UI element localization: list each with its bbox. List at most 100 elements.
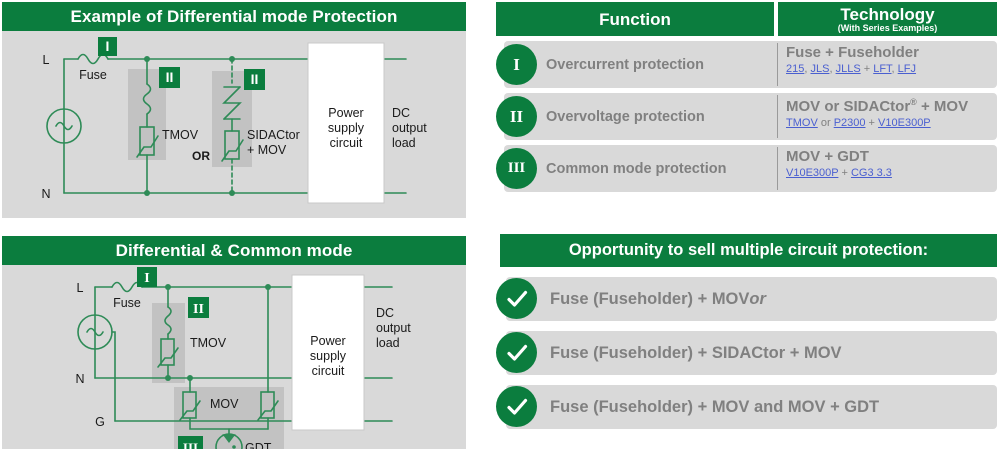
list-item-text: Fuse (Fuseholder) + SIDACtor + MOV bbox=[550, 343, 842, 362]
row-technology-main: MOV + GDT bbox=[786, 148, 869, 165]
row-function-label: Overvoltage protection bbox=[546, 108, 705, 125]
ac-sine-symbol bbox=[55, 121, 73, 131]
check-icon bbox=[496, 386, 537, 427]
label-sidactor-line2: + MOV bbox=[247, 143, 287, 157]
series-link[interactable]: V10E300P bbox=[786, 166, 839, 179]
common-mode-schematic: I II III L N G Fuse TMOV MOV GDT Power s… bbox=[75, 267, 411, 449]
gdt-triangle-upper bbox=[223, 435, 235, 443]
label-out-line3-cm: load bbox=[376, 336, 400, 350]
list-item: Fuse (Fuseholder) + SIDACtor + MOV bbox=[496, 331, 997, 375]
varistor-slash-mov-right bbox=[257, 400, 279, 421]
label-psu-line3: circuit bbox=[330, 136, 363, 150]
row-technology-cell: Fuse + Fuseholder 215, JLS, JLLS + LFT, … bbox=[786, 44, 994, 87]
series-link[interactable]: CG3 3.3 bbox=[850, 166, 892, 179]
table-row: I Overcurrent protection Fuse + Fusehold… bbox=[496, 41, 997, 88]
series-link[interactable]: 215 bbox=[786, 62, 805, 75]
label-line-cm: L bbox=[77, 281, 84, 295]
differential-mode-title: Example of Differential mode Protection bbox=[70, 6, 398, 26]
series-separator: , bbox=[804, 62, 811, 75]
list-item: Fuse (Fuseholder) + MOV and MOV + GDT bbox=[496, 385, 997, 429]
series-link[interactable]: LFJ bbox=[897, 62, 917, 75]
series-separator: + bbox=[838, 166, 851, 179]
series-link[interactable]: JLS bbox=[810, 62, 830, 75]
label-fuse: Fuse bbox=[79, 68, 107, 82]
check-icon bbox=[496, 332, 537, 373]
row-technology-series[interactable]: V10E300P + CG3 3.3 bbox=[786, 167, 994, 180]
table-row: II Overvoltage protection MOV or SIDACto… bbox=[496, 93, 997, 140]
row-technology-cell: MOV or SIDACtor® + MOV TMOV or P2300 + V… bbox=[786, 97, 994, 139]
opportunity-panel: Opportunity to sell multiple circuit pro… bbox=[496, 234, 997, 430]
junction-dot-tmov-top bbox=[144, 56, 150, 62]
label-or: OR bbox=[192, 149, 210, 163]
list-item-text: Fuse (Fuseholder) + MOV and MOV + GDT bbox=[550, 397, 880, 416]
badge-sidactor-label: II bbox=[251, 71, 259, 87]
gdt-symbol-circle bbox=[215, 433, 243, 449]
list-item-label: Fuse (Fuseholder) + SIDACtor + MOV bbox=[550, 331, 842, 375]
label-sidactor: SIDACtor bbox=[247, 128, 300, 142]
table-header-function: Function bbox=[496, 2, 774, 36]
common-mode-title: Differential & Common mode bbox=[115, 240, 353, 260]
label-psu-line1: Power bbox=[328, 106, 363, 120]
differential-mode-diagram-panel: Example of Differential mode Protection bbox=[2, 2, 466, 218]
function-technology-table: Function Technology (With Series Example… bbox=[496, 2, 997, 198]
badge-fuse-box bbox=[98, 37, 117, 56]
label-psu-line2-cm: supply bbox=[310, 349, 347, 363]
series-separator: + bbox=[865, 116, 879, 129]
opportunity-title: Opportunity to sell multiple circuit pro… bbox=[568, 240, 929, 259]
badge-group: I II II bbox=[98, 37, 265, 90]
ac-source-symbol bbox=[46, 108, 82, 144]
label-tmov-cm: TMOV bbox=[190, 336, 227, 350]
label-mov-cm: MOV bbox=[210, 397, 239, 411]
list-item-background bbox=[506, 385, 997, 429]
junction-dot-l-mov bbox=[265, 284, 271, 290]
row-technology-series[interactable]: 215, JLS, JLLS + LFT, LFJ bbox=[786, 63, 994, 76]
badge-gdt-label: III bbox=[183, 440, 198, 449]
table-header-technology-label: Technology bbox=[840, 4, 935, 24]
thermal-fuse-symbol bbox=[142, 83, 152, 115]
differential-mode-schematic: I II II L N Fuse TMOV SIDACtor + MOV OR … bbox=[41, 37, 427, 204]
series-link[interactable]: TMOV bbox=[786, 116, 818, 129]
label-out-line1-cm: DC bbox=[376, 306, 394, 320]
badge-tmov-box bbox=[159, 67, 180, 88]
badge-tmov-label-cm: II bbox=[193, 302, 204, 317]
label-out-line2-cm: output bbox=[376, 321, 411, 335]
series-link[interactable]: JLLS bbox=[835, 62, 861, 75]
mov-left-wire-bottom bbox=[189, 417, 269, 430]
label-fuse-cm: Fuse bbox=[113, 296, 141, 310]
badge-fuse-label-cm: I bbox=[144, 271, 149, 286]
row-technology-main: Fuse + Fuseholder bbox=[786, 44, 919, 61]
label-psu-line1-cm: Power bbox=[310, 334, 345, 348]
row-technology-series[interactable]: TMOV or P2300 + V10E300P bbox=[786, 117, 994, 130]
row-numeral-label: I bbox=[513, 54, 520, 74]
thermal-fuse-symbol-cm bbox=[164, 306, 172, 335]
series-separator: + bbox=[860, 62, 874, 75]
check-icon bbox=[496, 278, 537, 319]
row-function-label: Overcurrent protection bbox=[546, 56, 704, 73]
table-row: III Common mode protection MOV + GDT V10… bbox=[496, 145, 997, 192]
label-neutral-cm: N bbox=[75, 372, 84, 386]
label-psu-line2: supply bbox=[328, 121, 365, 135]
row-function-label: Common mode protection bbox=[546, 160, 727, 177]
list-item-label: Fuse (Fuseholder) + MOV and MOV + GDT bbox=[550, 385, 879, 429]
common-mode-diagram-canvas: I II III L N G Fuse TMOV MOV GDT Power s… bbox=[2, 265, 466, 449]
gdt-gas-dot bbox=[232, 445, 236, 449]
badge-fuse-label: I bbox=[106, 38, 110, 54]
series-link[interactable]: LFT bbox=[873, 62, 892, 75]
series-link[interactable]: P2300 bbox=[833, 116, 866, 129]
label-ground-cm: G bbox=[95, 415, 105, 429]
series-link[interactable]: V10E300P bbox=[878, 116, 931, 129]
junction-dot-n-mov bbox=[187, 375, 193, 381]
junction-dot-n-tmov bbox=[165, 375, 171, 381]
list-item-label: Fuse (Fuseholder) + MOV or bbox=[550, 277, 766, 321]
table-header-function-label: Function bbox=[599, 9, 671, 29]
row-column-divider bbox=[777, 147, 778, 190]
varistor-slash-tmov-cm bbox=[157, 347, 179, 368]
sidac-zigzag bbox=[222, 86, 242, 120]
badge-tmov-label: II bbox=[166, 69, 174, 85]
series-separator: or bbox=[817, 116, 834, 129]
table-header-technology-sublabel: (With Series Examples) bbox=[837, 22, 938, 33]
table-row-background bbox=[504, 145, 997, 192]
common-mode-title-bar: Differential & Common mode bbox=[2, 236, 466, 265]
list-item-background bbox=[506, 331, 997, 375]
table-header-row: Function Technology (With Series Example… bbox=[496, 2, 997, 36]
